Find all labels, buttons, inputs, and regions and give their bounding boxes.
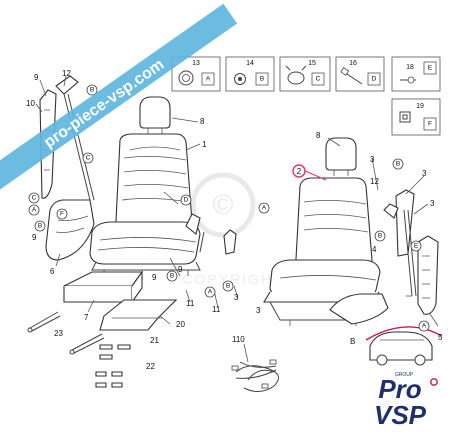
callout-12-left: 12: [62, 69, 71, 78]
svg-text:©: ©: [213, 189, 234, 220]
callout-3-right-belt: 3: [430, 199, 435, 208]
callout-6: 6: [50, 267, 55, 276]
parts-box-14: 14 B: [225, 56, 275, 92]
svg-text:B: B: [226, 283, 230, 290]
svg-text:19: 19: [416, 103, 424, 110]
callout-3-right-top: 3: [370, 155, 375, 164]
callout-10: 10: [26, 99, 35, 108]
callout-7: 7: [84, 313, 89, 322]
parts-boxes: 13 A 14 B 15 C 16: [171, 56, 441, 136]
parts-box-18: 18 E: [391, 56, 441, 92]
svg-text:F: F: [428, 121, 432, 128]
svg-text:D: D: [372, 76, 377, 83]
svg-text:16: 16: [349, 60, 357, 67]
svg-text:A: A: [208, 289, 213, 296]
svg-text:C: C: [32, 195, 37, 202]
callout-21: 21: [150, 336, 159, 345]
parts-box-16: 16 D: [335, 56, 385, 92]
svg-text:D: D: [184, 197, 189, 204]
svg-text:B: B: [396, 161, 400, 168]
svg-text:B: B: [170, 273, 174, 280]
svg-text:E: E: [414, 243, 419, 250]
svg-text:C: C: [316, 76, 321, 83]
letter-bubbles: B C D A C A F B B A B B B E A: [28, 84, 430, 332]
callout-12-right: 3: [422, 169, 427, 178]
callout-3-mid: 3: [234, 293, 239, 302]
svg-text:F: F: [60, 211, 64, 218]
number-callouts: 12 9 10 8 1 9 11 3 11 3 9 6 7 9 23 20 21…: [26, 69, 443, 371]
svg-text:A: A: [206, 76, 211, 83]
right-seat: [263, 137, 439, 326]
callout-8-left: 8: [200, 117, 205, 126]
svg-text:B: B: [260, 76, 264, 83]
callout-9-low: 9: [152, 273, 157, 282]
svg-text:B: B: [38, 223, 42, 230]
callout-11-a: 11: [186, 299, 195, 308]
svg-text:15: 15: [308, 60, 316, 67]
provsp-logo: GROUP Pro VSP: [374, 372, 438, 430]
callout-9-top: 9: [34, 73, 39, 82]
svg-text:A: A: [422, 323, 427, 330]
callout-5: B: [350, 337, 355, 346]
logo-line1: Pro: [378, 374, 421, 404]
callout-1: 1: [202, 140, 207, 149]
parts-box-15: 15 C: [279, 56, 331, 92]
svg-text:13: 13: [192, 60, 200, 67]
svg-text:B: B: [378, 233, 382, 240]
callout-22: 22: [146, 362, 155, 371]
callout-110: 110: [232, 335, 245, 344]
logo-tag: GROUP: [395, 372, 414, 378]
callout-11-b: 11: [212, 305, 221, 314]
parts-box-19: 19 F: [391, 98, 441, 136]
svg-text:A: A: [32, 207, 37, 214]
callout-3-low: 3: [256, 306, 261, 315]
watermark-copyright: © COPYRIGHT: [182, 172, 283, 287]
svg-text:E: E: [428, 65, 433, 72]
logo-swoosh: [365, 326, 443, 341]
logo-dot: [430, 378, 438, 386]
svg-text:B: B: [90, 87, 94, 94]
callout-9-mid: 9: [178, 265, 183, 274]
callout-9-left: 9: [32, 233, 37, 242]
highlight-callout-2: 2: [292, 164, 327, 181]
parts-box-13: 13 A: [171, 56, 221, 92]
svg-text:14: 14: [246, 60, 254, 67]
callout-3-right-mid: 12: [370, 177, 379, 186]
callout-8-right: 8: [316, 131, 321, 140]
left-seat: [27, 75, 237, 388]
logo-line2: VSP: [374, 400, 427, 430]
svg-text:A: A: [262, 205, 267, 212]
svg-text:18: 18: [406, 64, 414, 71]
svg-text:C: C: [86, 155, 91, 162]
callout-4: 5: [438, 333, 443, 342]
callout-20: 20: [176, 320, 185, 329]
wiring-harness-110: [231, 359, 279, 392]
callout-23: 23: [54, 329, 63, 338]
svg-text:2: 2: [297, 167, 302, 176]
watermark-copyright-text: COPYRIGHT: [182, 271, 283, 287]
callout-3-right-low: 4: [372, 245, 377, 254]
car-icon: [369, 331, 433, 366]
